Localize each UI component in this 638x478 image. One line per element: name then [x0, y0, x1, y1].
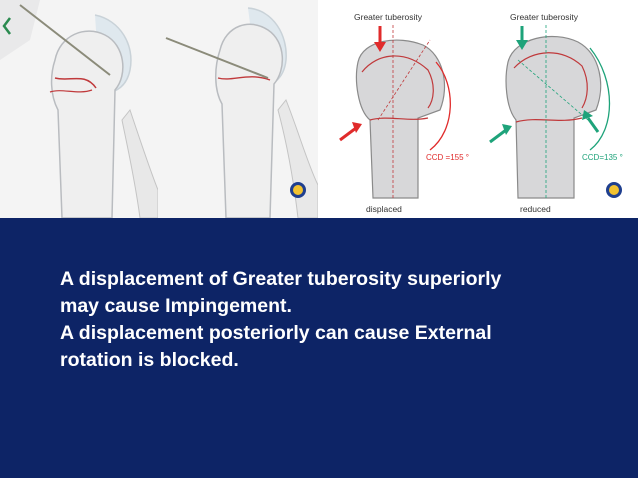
text-line-2: may cause Impingement. [60, 295, 292, 317]
arrow-superior-displaced [374, 26, 386, 52]
diagram-displaced: Greater tuberosity CCD =155 ° displaced [318, 0, 478, 218]
label-greater-tuberosity-displaced: Greater tuberosity [354, 12, 423, 22]
diagram-reduced: Greater tuberosity CCD=135 ° reduced [478, 0, 638, 218]
caption-reduced: reduced [520, 204, 551, 214]
arrow-lateral-reduced [489, 124, 512, 144]
angle-label-reduced: CCD=135 ° [582, 153, 623, 162]
xray-illustration-2 [158, 0, 318, 218]
xray-illustration-1 [0, 0, 158, 218]
angle-label-displaced: CCD =155 ° [426, 153, 469, 162]
text-line-1: A displacement of Greater tuberosity sup… [60, 268, 502, 290]
arrow-lateral-displaced [339, 122, 362, 142]
text-line-4: rotation is blocked. [60, 349, 239, 371]
back-arrow-icon [2, 17, 11, 35]
slide-text: A displacement of Greater tuberosity sup… [60, 266, 600, 374]
arrow-medial-reduced [582, 110, 600, 133]
label-greater-tuberosity-reduced: Greater tuberosity [510, 12, 579, 22]
figure-strip: Greater tuberosity CCD =155 ° displaced … [0, 0, 638, 218]
arrow-superior-reduced [516, 26, 528, 50]
caption-displaced: displaced [366, 204, 402, 214]
logo-icon [606, 182, 622, 198]
logo-icon [290, 182, 306, 198]
text-line-3: A displacement posteriorly can cause Ext… [60, 322, 492, 344]
